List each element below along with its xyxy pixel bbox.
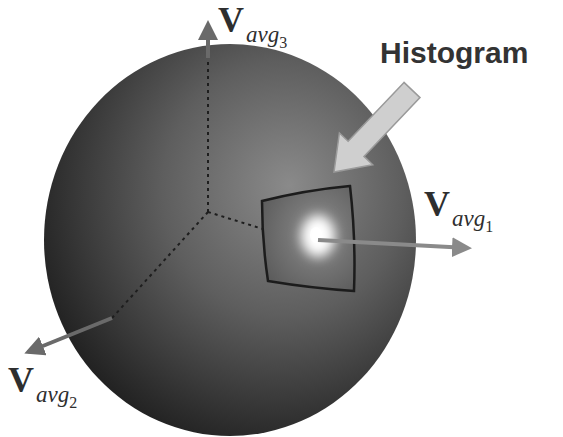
- vector-symbol: V: [8, 360, 34, 400]
- vector-label: Vavg2: [8, 362, 77, 398]
- vector-subscript: avg: [36, 382, 69, 407]
- vector-label: Vavg1: [424, 186, 493, 222]
- callout-arrow: [334, 82, 420, 172]
- vector-subscript: avg: [452, 206, 485, 231]
- histogram-blob: [301, 215, 335, 257]
- vector-symbol: V: [218, 0, 244, 40]
- sphere: [44, 44, 416, 436]
- vector-arrow: [28, 318, 112, 352]
- vector-index: 3: [279, 34, 287, 51]
- vector-symbol: V: [424, 184, 450, 224]
- vector-label: Vavg3: [218, 2, 287, 38]
- vector-index: 1: [485, 218, 493, 235]
- vector-index: 2: [69, 394, 77, 411]
- vector-arrow: [318, 240, 468, 248]
- vector-arrow: [206, 24, 210, 58]
- vector-subscript: avg: [246, 22, 279, 47]
- histogram-patch: [262, 186, 355, 291]
- callout-label: Histogram: [380, 36, 528, 70]
- axis-dotted-lines: [112, 58, 292, 318]
